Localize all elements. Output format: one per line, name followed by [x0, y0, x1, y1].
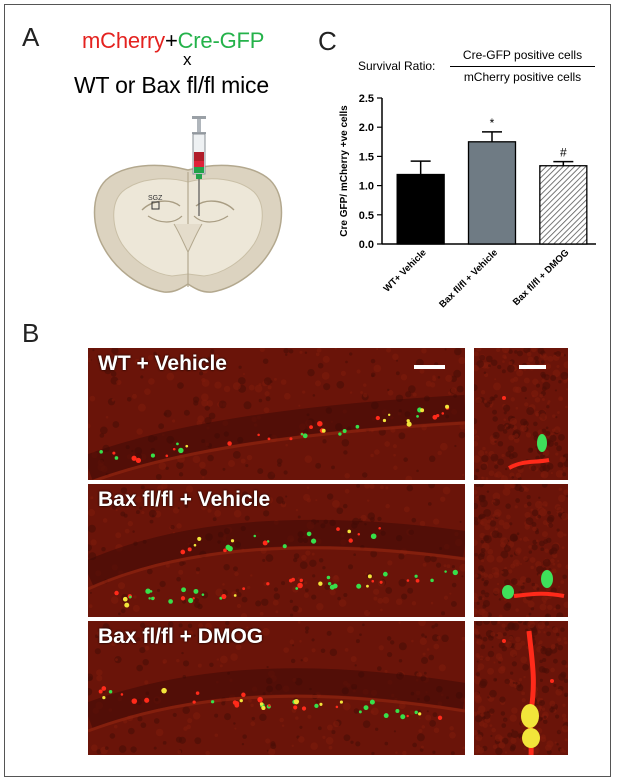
y-tick-label: 2.0 [359, 122, 374, 134]
injection-title: mCherry+Cre-GFP [82, 28, 264, 54]
mice-label: WT or Bax fl/fl mice [74, 72, 269, 98]
brain-injection-diagram: SGZ [93, 116, 283, 293]
y-tick-label: 0.5 [359, 210, 374, 222]
survival-ratio-label: Survival Ratio: [358, 59, 436, 73]
y-tick-label: 1.5 [359, 151, 374, 163]
panel-label-c: C [318, 26, 337, 56]
micrograph-bax-dmog: Bax fl/fl + DMOG [88, 621, 465, 755]
y-tick-label: 1.0 [359, 181, 374, 193]
ratio-numerator: Cre-GFP positive cells [462, 48, 583, 62]
y-tick-label: 0.0 [359, 239, 374, 251]
panel-label-a: A [22, 22, 40, 52]
mcherry-label: mCherry [82, 28, 165, 53]
micrograph-bax-vehicle: Bax fl/fl + Vehicle [88, 484, 465, 617]
scale-bar [414, 365, 445, 369]
inset-scale-bar [519, 365, 546, 369]
figure-frame [4, 4, 611, 777]
bar [539, 165, 588, 245]
inset-bax-dmog [474, 621, 568, 755]
plus-sign: + [164, 28, 178, 53]
x-tick-label: Bax fl/fl + DMOG [511, 247, 572, 308]
inset-wt-vehicle [474, 348, 568, 480]
cre-gfp-label: Cre-GFP [177, 28, 265, 53]
cross-mark: x [183, 50, 192, 69]
significance-marker: # [560, 146, 567, 160]
micrograph-label-bax-dmog: Bax fl/fl + DMOG [98, 625, 264, 648]
inset-bax-vehicle [474, 484, 568, 617]
x-tick-label: Bax fl/fl + Vehicle [437, 247, 500, 310]
x-tick-label: WT+ Vehicle [382, 247, 429, 294]
fraction-bar [450, 66, 595, 67]
bar [396, 173, 445, 245]
sgz-label: SGZ [148, 195, 163, 202]
ratio-denominator: mCherry positive cells [463, 70, 582, 84]
y-tick-label: 2.5 [359, 93, 374, 105]
micrograph-wt-vehicle: WT + Vehicle [88, 348, 465, 480]
y-axis-label: Cre GFP/ mCherry +ve cells [339, 105, 350, 237]
micrograph-label-bax-vehicle: Bax fl/fl + Vehicle [98, 488, 271, 511]
sgz-box-icon [151, 201, 160, 210]
significance-marker: * [490, 116, 495, 130]
panel-label-b: B [22, 318, 40, 348]
micrograph-label-wt-vehicle: WT + Vehicle [98, 352, 227, 375]
bar [467, 141, 517, 245]
